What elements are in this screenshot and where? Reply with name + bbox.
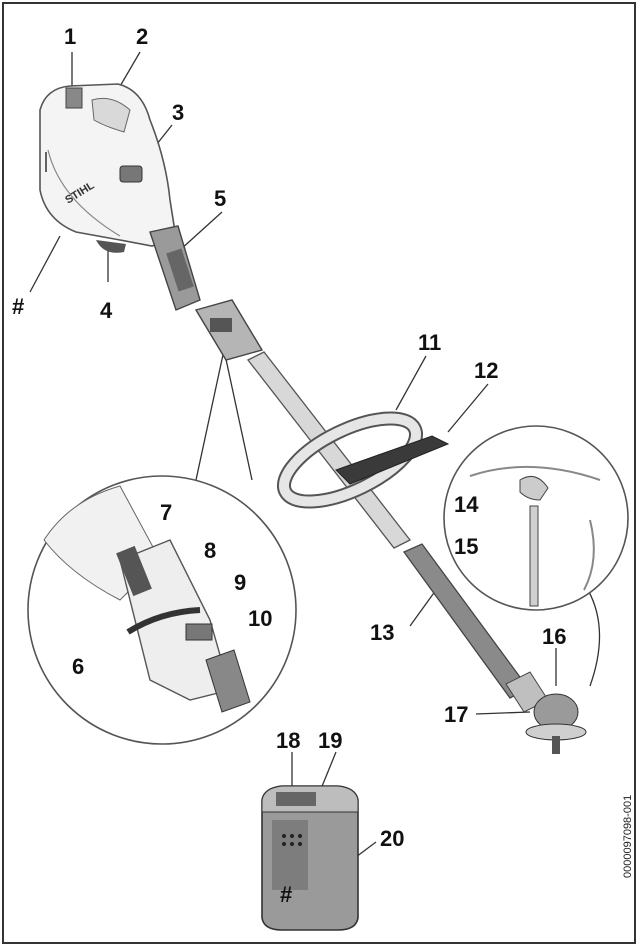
cutting-head: [505, 671, 587, 754]
callout-12: 12: [474, 358, 499, 383]
callout-6: 6: [72, 654, 85, 679]
callout-4: 4: [100, 298, 113, 323]
callout-11: 11: [418, 330, 442, 355]
callout-15: 15: [454, 534, 479, 559]
callout-18: 18: [276, 728, 301, 753]
motor-housing: STIHL: [39, 83, 177, 253]
loop-handle: [276, 411, 450, 509]
battery-hash-mark: #: [280, 882, 292, 907]
detail-magnifier-cutter: [443, 425, 629, 611]
callout-16: 16: [542, 624, 567, 649]
callout-8: 8: [204, 538, 217, 563]
callout-3: 3: [172, 100, 185, 125]
callout-9: 9: [234, 570, 247, 595]
callout-19: 19: [318, 728, 343, 753]
callout-20: 20: [380, 826, 405, 851]
document-id: 0000097098-001: [622, 794, 634, 878]
callout-2: 2: [136, 24, 149, 49]
main-shaft: [247, 351, 529, 699]
callout-7: 7: [160, 500, 173, 525]
callout-10: 10: [248, 606, 273, 631]
callout-14: 14: [454, 492, 479, 517]
callout-13: 13: [370, 620, 395, 645]
callout-1: 1: [64, 24, 77, 49]
upper-shaft: [149, 225, 264, 361]
detail-magnifier-handle: [27, 475, 297, 745]
battery-pack: #: [261, 785, 359, 931]
callout-hash: #: [12, 294, 25, 319]
callout-17: 17: [444, 702, 469, 727]
callout-5: 5: [214, 186, 227, 211]
